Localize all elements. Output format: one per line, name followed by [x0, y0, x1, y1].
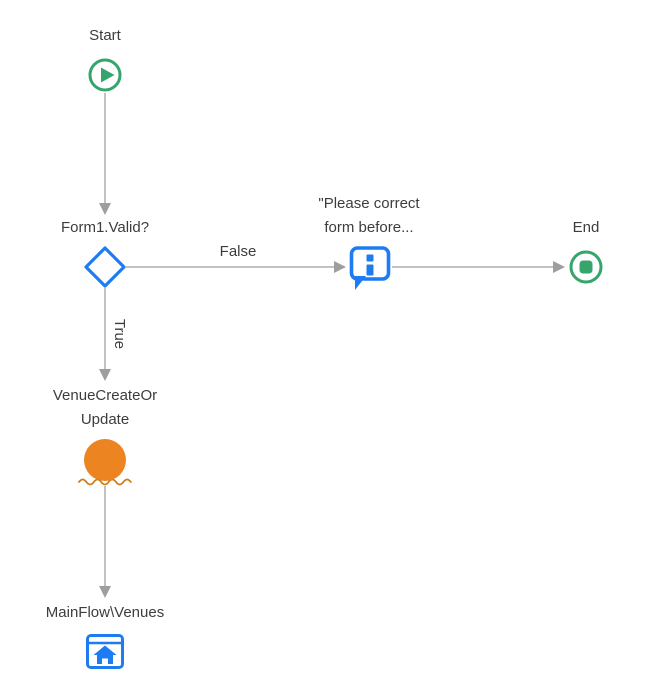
action-circle-icon: [84, 439, 126, 481]
arrowhead-icon: [99, 203, 111, 215]
node-label-if: Form1.Valid?: [60, 219, 150, 236]
arrowhead-icon: [99, 586, 111, 598]
play-circle-icon: [88, 58, 122, 92]
node-if[interactable]: [83, 245, 127, 289]
node-label-destination: MainFlow\Venues: [45, 604, 165, 621]
connector-true-label: True: [111, 318, 128, 350]
node-label-end: End: [572, 219, 600, 236]
screen-home-icon: [86, 634, 124, 669]
node-label-server-action: VenueCreateOr Update: [52, 387, 158, 428]
arrowhead-icon: [99, 369, 111, 381]
node-label-message: "Please correct form before...: [318, 195, 420, 236]
arrowhead-icon: [334, 261, 346, 273]
diamond-icon: [84, 246, 126, 288]
node-server-action[interactable]: [83, 438, 127, 482]
warning-squiggle-icon: [78, 478, 132, 486]
connector-false-label: False: [219, 243, 257, 260]
node-end[interactable]: [568, 249, 604, 285]
node-label-start: Start: [89, 27, 121, 44]
stop-circle-icon: [569, 250, 603, 284]
message-info-icon: [349, 246, 391, 290]
arrowhead-icon: [553, 261, 565, 273]
node-destination[interactable]: [86, 634, 124, 669]
node-message[interactable]: [347, 245, 393, 291]
node-start[interactable]: [87, 57, 123, 93]
